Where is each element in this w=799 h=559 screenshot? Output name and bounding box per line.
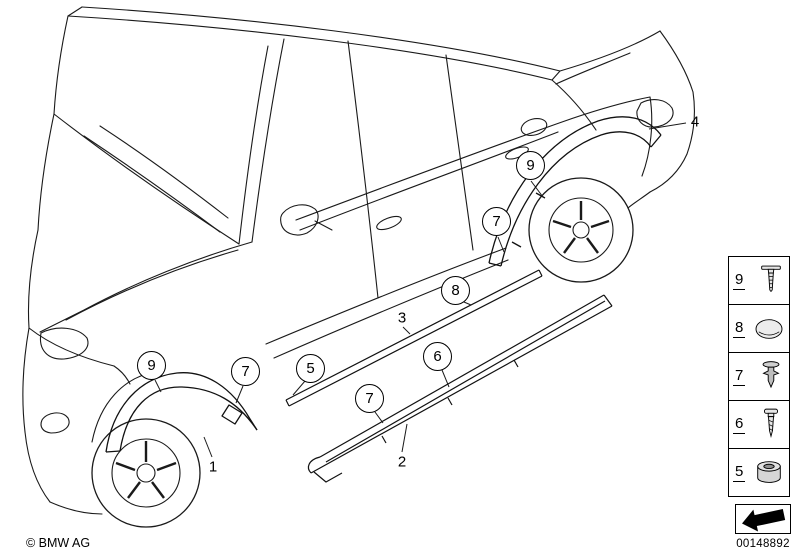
legend-number: 5	[733, 463, 746, 482]
legend-number: 7	[733, 367, 746, 386]
callout-rear-arch-9[interactable]: 9	[516, 151, 545, 180]
callout-sill-cover-6[interactable]: 6	[423, 342, 452, 371]
rear-wheel	[528, 177, 634, 283]
cover-cap-icon	[753, 316, 785, 342]
sill-strip-part	[285, 269, 543, 407]
front-wheel	[91, 418, 201, 528]
legend-number: 8	[733, 319, 746, 338]
callout-rear-arch-7[interactable]: 7	[482, 207, 511, 236]
screw-icon	[757, 406, 785, 444]
sill-cover-part	[307, 294, 613, 483]
front-wheel-arch-trim-part	[105, 372, 258, 453]
legend-item-8[interactable]: 8	[728, 304, 790, 353]
callout-front-arch-9[interactable]: 9	[137, 351, 166, 380]
leader-lines	[154, 122, 687, 458]
document-number: 00148892	[736, 538, 790, 550]
legend-number: 9	[733, 271, 746, 290]
legend-number: 6	[733, 415, 746, 434]
fastener-legend: 9 8 7	[728, 256, 790, 497]
callout-sill-strip-8[interactable]: 8	[441, 276, 470, 305]
part-label-1[interactable]: 1	[208, 458, 218, 476]
callout-sill-strip-5[interactable]: 5	[296, 354, 325, 383]
part-label-3[interactable]: 3	[397, 309, 407, 327]
direction-arrow-box	[735, 504, 791, 534]
expansion-rivet-icon	[757, 359, 785, 395]
screw-icon	[757, 262, 785, 300]
part-label-4[interactable]: 4	[690, 113, 700, 131]
callout-front-arch-7[interactable]: 7	[231, 357, 260, 386]
legend-item-9[interactable]: 9	[728, 256, 790, 305]
callout-sill-cover-7[interactable]: 7	[355, 384, 384, 413]
legend-item-6[interactable]: 6	[728, 400, 790, 449]
legend-item-7[interactable]: 7	[728, 352, 790, 401]
part-label-2[interactable]: 2	[397, 453, 407, 471]
legend-item-5[interactable]: 5	[728, 448, 790, 497]
grommet-icon	[753, 457, 785, 489]
direction-arrow-icon	[738, 505, 788, 533]
copyright-text: © BMW AG	[26, 536, 91, 550]
